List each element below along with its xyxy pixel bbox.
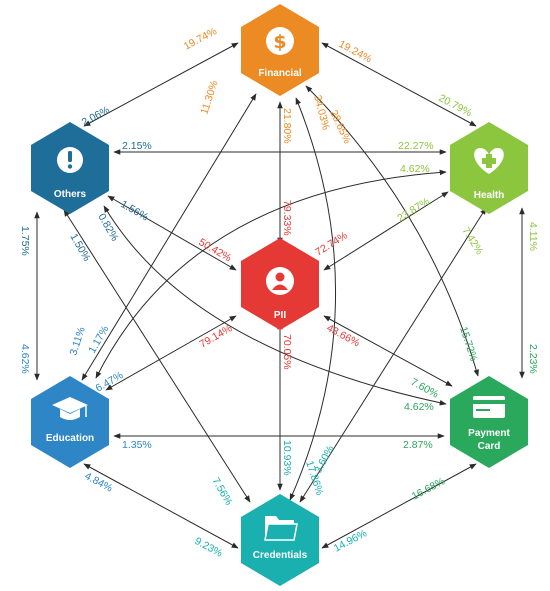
- pct-payment-health: 2.23%: [527, 344, 539, 374]
- pct-others-credentials: 1.50%: [67, 232, 92, 264]
- user-icon: [266, 267, 294, 295]
- pct-credentials-education: 9.23%: [193, 535, 225, 560]
- edge-others-credentials: [63, 209, 251, 503]
- pct-payment-education: 2.87%: [403, 439, 433, 451]
- edges: [34, 42, 525, 549]
- pct-health-education: 4.62%: [400, 163, 430, 175]
- edge-financial-health: [321, 42, 477, 127]
- node-credentials[interactable]: Credentials: [241, 494, 319, 586]
- pct-credentials-payment: 14.96%: [332, 527, 369, 554]
- pct-education-others: 4.62%: [19, 344, 31, 374]
- pct-payment-financial: 15.72%: [457, 325, 479, 363]
- node-payment-card[interactable]: Payment Card: [450, 376, 528, 468]
- node-label: PII: [274, 310, 286, 321]
- pct-payment-others: 4.62%: [404, 401, 434, 413]
- pct-credentials-health: 3.60%: [312, 443, 337, 475]
- node-pii[interactable]: PII: [241, 238, 319, 330]
- pct-financial-education: 11.30%: [198, 79, 220, 116]
- pct-others-pii: 1.56%: [119, 198, 151, 223]
- node-label: Others: [54, 189, 87, 200]
- node-label: Payment: [468, 428, 510, 439]
- pct-financial-pii: 21.80%: [281, 108, 293, 144]
- pct-education-payment: 1.35%: [122, 439, 152, 451]
- pct-credentials-pii: 10.93%: [281, 440, 293, 476]
- edge-education-credentials: [83, 463, 239, 549]
- pct-education-health: 1.17%: [86, 324, 111, 356]
- pct-credentials-others: 7.56%: [209, 476, 234, 508]
- pct-health-pii: 23.87%: [395, 195, 432, 224]
- exclamation-icon: [57, 147, 83, 173]
- node-label: Credentials: [253, 550, 308, 561]
- pct-health-credentials: 7.42%: [459, 225, 485, 257]
- pct-others-health: 2.15%: [122, 140, 152, 152]
- edge-payment-credentials: [321, 463, 477, 549]
- node-financial[interactable]: $ Financial: [241, 4, 319, 96]
- folder-icon: [264, 516, 298, 541]
- pct-payment-credentials: 16.68%: [410, 475, 447, 502]
- pct-pii-credentials: 70.05%: [281, 334, 293, 370]
- heart-plus-icon: [474, 148, 504, 174]
- pct-others-payment: 0.82%: [95, 212, 120, 244]
- credit-card-icon: [473, 396, 505, 418]
- edge-pii-payment: [323, 315, 453, 387]
- node-education[interactable]: Education: [31, 376, 109, 468]
- node-others[interactable]: Others: [31, 122, 109, 214]
- hexagon: [450, 376, 528, 468]
- pct-others-financial: 2.06%: [80, 104, 112, 129]
- pct-health-payment: 4.11%: [527, 222, 539, 251]
- node-label: Health: [474, 190, 505, 201]
- node-label: Financial: [258, 68, 302, 79]
- pct-financial-others: 19.74%: [182, 25, 219, 52]
- svg-text:$: $: [273, 31, 286, 53]
- hexagon: [31, 376, 109, 468]
- node-label: Education: [46, 433, 94, 444]
- pct-education-financial: 3.11%: [67, 326, 87, 357]
- node-health[interactable]: Health: [450, 122, 528, 214]
- pct-pii-financial: 79.33%: [281, 200, 293, 236]
- dollar-icon: $: [266, 27, 294, 55]
- graduation-cap-icon: [52, 397, 88, 420]
- pct-education-credentials: 4.84%: [83, 470, 115, 495]
- node-label: Card: [478, 441, 501, 452]
- pct-health-others: 22.27%: [398, 140, 434, 152]
- pct-pii-education: 79.14%: [198, 322, 235, 350]
- pct-others-education: 1.75%: [19, 226, 31, 256]
